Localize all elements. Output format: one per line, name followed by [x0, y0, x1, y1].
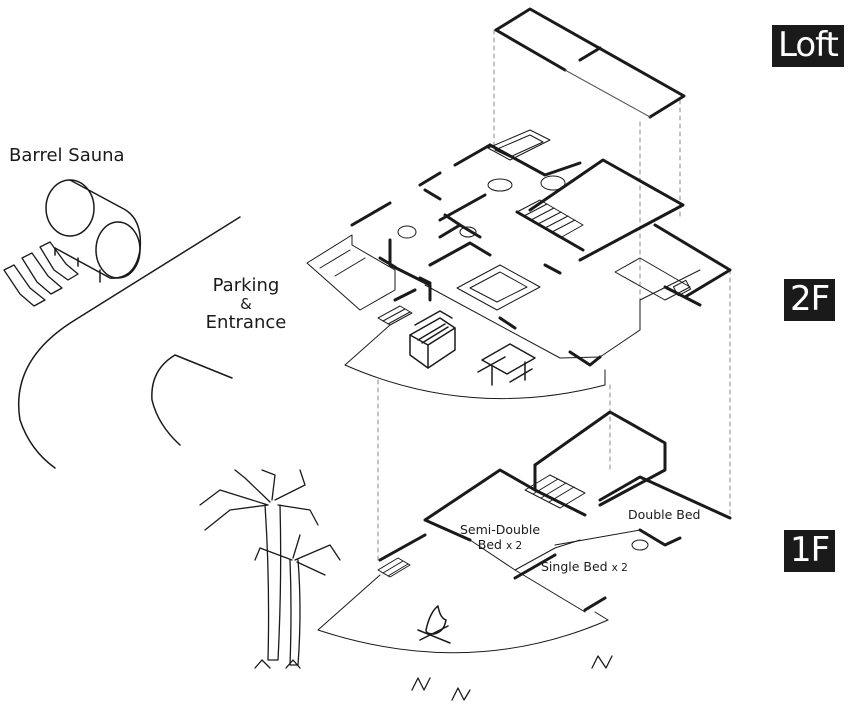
semi-double-label-line2-group: Bed x 2 [448, 537, 552, 552]
second-floor-thin-lines [306, 129, 701, 400]
first-floor-walls [378, 410, 732, 612]
parking-label-line3: Entrance [205, 312, 287, 333]
first-floor-tag: 1F [784, 530, 836, 572]
bbq-grill-icon [409, 310, 456, 369]
barrel-sauna-label: Barrel Sauna [9, 145, 125, 166]
single-bed-room-label: Single Bed x 2 [541, 559, 628, 574]
double-bed-room-label: Double Bed [628, 507, 701, 522]
palm-trees-icon [199, 469, 613, 701]
single-bed-label: Single Bed [541, 559, 608, 574]
second-floor-walls [350, 143, 732, 367]
parking-label-line2: & [240, 295, 252, 313]
single-bed-count: x 2 [611, 562, 628, 574]
loft-floor [494, 7, 686, 119]
loft-floor-tag: Loft [772, 25, 844, 67]
parking-entrance-label: Parking & Entrance [196, 275, 296, 333]
floor-guide-lines [377, 29, 731, 561]
semi-double-bed-count: x 2 [505, 540, 523, 552]
semi-double-label-line1: Semi-Double [459, 522, 541, 537]
picnic-table-icon [477, 343, 536, 386]
lounge-chairs-icon [3, 241, 79, 307]
campfire-icon [417, 605, 451, 644]
parking-label-line1: Parking [212, 275, 280, 296]
road-lines [18, 216, 241, 469]
barrel-sauna-icon [45, 179, 142, 283]
semi-double-label-line2: Bed [477, 537, 502, 552]
semi-double-bed-room-label: Semi-Double Bed x 2 [448, 522, 552, 552]
first-floor-thin-lines [317, 474, 649, 654]
second-floor-tag: 2F [784, 279, 836, 321]
loft-thin-lines [564, 69, 651, 118]
